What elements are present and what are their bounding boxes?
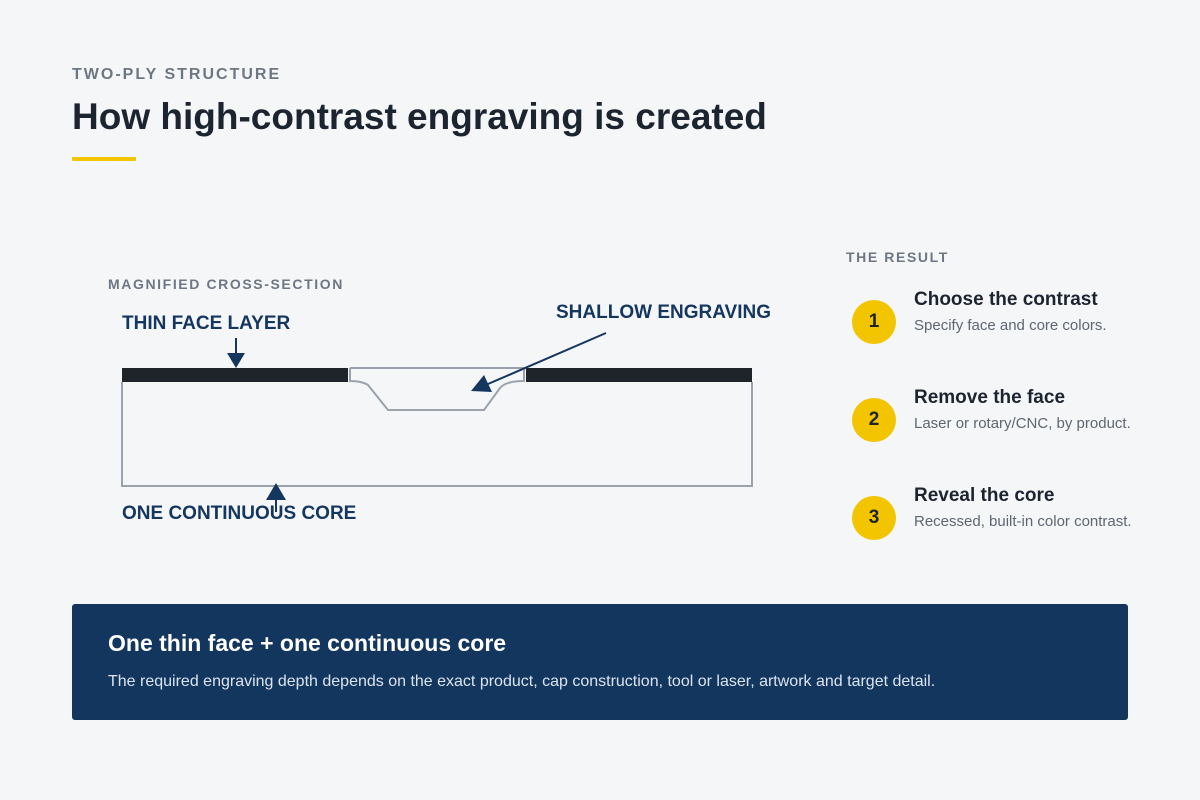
core-arrow-icon (266, 483, 286, 500)
step-number-badge: 2 (852, 398, 896, 442)
diagram-section-label: MAGNIFIED CROSS-SECTION (108, 276, 344, 292)
step-number-badge: 3 (852, 496, 896, 540)
section-eyebrow: TWO-PLY STRUCTURE (72, 66, 282, 83)
result-step-3: 3 Reveal the core Recessed, built-in col… (852, 485, 1172, 556)
step-number-badge: 1 (852, 300, 896, 344)
step-description: Laser or rotary/CNC, by product. (914, 415, 1131, 432)
face-layer-right (526, 368, 752, 382)
result-step-2: 2 Remove the face Laser or rotary/CNC, b… (852, 387, 1172, 458)
page-title: How high-contrast engraving is created (72, 96, 767, 137)
result-step-1: 1 Choose the contrast Specify face and c… (852, 289, 1172, 360)
face-arrow-icon (227, 353, 245, 368)
step-title: Reveal the core (914, 485, 1055, 506)
face-layer-left (122, 368, 348, 382)
engraving-arrow-icon (471, 375, 492, 392)
step-title: Choose the contrast (914, 289, 1098, 310)
title-accent-rule (72, 157, 136, 161)
callout-continuous-core: ONE CONTINUOUS CORE (122, 503, 357, 524)
step-title: Remove the face (914, 387, 1066, 408)
step-description: Specify face and core colors. (914, 317, 1107, 334)
summary-text: The required engraving depth depends on … (108, 673, 936, 690)
summary-title: One thin face + one continuous core (108, 630, 507, 656)
callout-thin-face-layer: THIN FACE LAYER (122, 313, 291, 334)
engraving-pointer-line (487, 332, 607, 385)
core-body-outline (121, 367, 753, 487)
summary-panel: One thin face + one continuous core The … (72, 604, 1128, 720)
result-heading: THE RESULT (846, 249, 949, 265)
callout-shallow-engraving: SHALLOW ENGRAVING (556, 302, 771, 323)
step-description: Recessed, built-in color contrast. (914, 513, 1132, 530)
